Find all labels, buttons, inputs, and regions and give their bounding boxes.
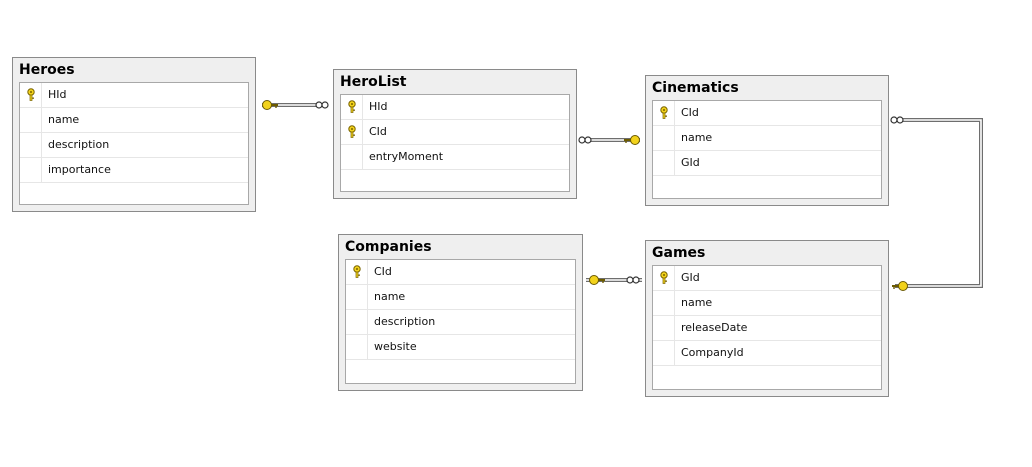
gutter-divider (41, 133, 42, 157)
primary-key-icon (341, 120, 362, 144)
table-title: HeroList (340, 74, 407, 90)
gutter-divider (674, 316, 675, 340)
table-title: Companies (345, 239, 432, 255)
column-row[interactable]: CompanyId (653, 341, 881, 366)
many-end-infinity-icon (578, 136, 592, 144)
column-name: CId (681, 106, 699, 119)
gutter-divider (362, 120, 363, 144)
column-name: GId (681, 271, 700, 284)
table-columns: HId name description importance (19, 82, 249, 205)
one-end-key-icon (892, 281, 908, 291)
gutter-divider (41, 108, 42, 132)
link-cinematics-games (891, 118, 983, 288)
table-title: Games (652, 245, 706, 261)
gutter-divider (674, 291, 675, 315)
primary-key-icon (653, 101, 674, 125)
column-name: name (374, 290, 406, 303)
column-name: CompanyId (681, 346, 744, 359)
column-row[interactable]: CId (653, 101, 881, 126)
column-row[interactable]: website (346, 335, 575, 360)
column-row[interactable]: name (20, 108, 248, 133)
gutter-divider (674, 101, 675, 125)
table-columns: CId name description website (345, 259, 576, 384)
gutter-divider (41, 83, 42, 107)
column-name: HId (369, 100, 388, 113)
gutter-divider (367, 310, 368, 334)
column-name: GId (681, 156, 700, 169)
column-row[interactable]: name (653, 126, 881, 151)
column-gutter (653, 316, 674, 340)
column-gutter (346, 310, 367, 334)
table-title: Cinematics (652, 80, 739, 96)
column-row[interactable]: GId (653, 151, 881, 176)
column-row[interactable]: description (20, 133, 248, 158)
column-gutter (20, 158, 41, 182)
many-end-infinity-icon (890, 116, 904, 124)
primary-key-icon (653, 266, 674, 290)
primary-key-icon (346, 260, 367, 284)
column-row[interactable]: CId (346, 260, 575, 285)
column-name: description (374, 315, 436, 328)
column-name: releaseDate (681, 321, 748, 334)
column-gutter (20, 108, 41, 132)
one-end-key-icon (589, 275, 605, 285)
column-gutter (653, 126, 674, 150)
column-gutter (346, 285, 367, 309)
gutter-divider (674, 266, 675, 290)
link-cinematics-games-inner (891, 119, 982, 287)
column-name: HId (48, 88, 67, 101)
column-name: importance (48, 163, 111, 176)
column-name: description (48, 138, 110, 151)
column-row[interactable]: releaseDate (653, 316, 881, 341)
column-row[interactable]: name (346, 285, 575, 310)
column-row[interactable]: importance (20, 158, 248, 183)
column-gutter (341, 145, 362, 169)
many-end-infinity-icon (315, 101, 329, 109)
column-row[interactable]: CId (341, 120, 569, 145)
column-row[interactable]: HId (341, 95, 569, 120)
column-gutter (346, 335, 367, 359)
column-name: website (374, 340, 417, 353)
column-row[interactable]: description (346, 310, 575, 335)
gutter-divider (674, 126, 675, 150)
column-gutter (653, 341, 674, 365)
column-name: name (681, 296, 713, 309)
column-row[interactable]: GId (653, 266, 881, 291)
column-name: CId (374, 265, 392, 278)
gutter-divider (674, 341, 675, 365)
gutter-divider (367, 335, 368, 359)
primary-key-icon (341, 95, 362, 119)
column-gutter (653, 291, 674, 315)
gutter-divider (367, 285, 368, 309)
gutter-divider (362, 95, 363, 119)
column-row[interactable]: name (653, 291, 881, 316)
one-end-key-icon (624, 135, 640, 145)
gutter-divider (362, 145, 363, 169)
column-gutter (20, 133, 41, 157)
column-name: name (681, 131, 713, 144)
many-end-infinity-icon (626, 276, 640, 284)
table-title: Heroes (19, 62, 75, 78)
gutter-divider (41, 158, 42, 182)
column-name: name (48, 113, 80, 126)
gutter-divider (367, 260, 368, 284)
gutter-divider (674, 151, 675, 175)
column-name: entryMoment (369, 150, 444, 163)
column-name: CId (369, 125, 387, 138)
primary-key-icon (20, 83, 41, 107)
one-end-key-icon (262, 100, 278, 110)
column-gutter (653, 151, 674, 175)
column-row[interactable]: HId (20, 83, 248, 108)
column-row[interactable]: entryMoment (341, 145, 569, 170)
